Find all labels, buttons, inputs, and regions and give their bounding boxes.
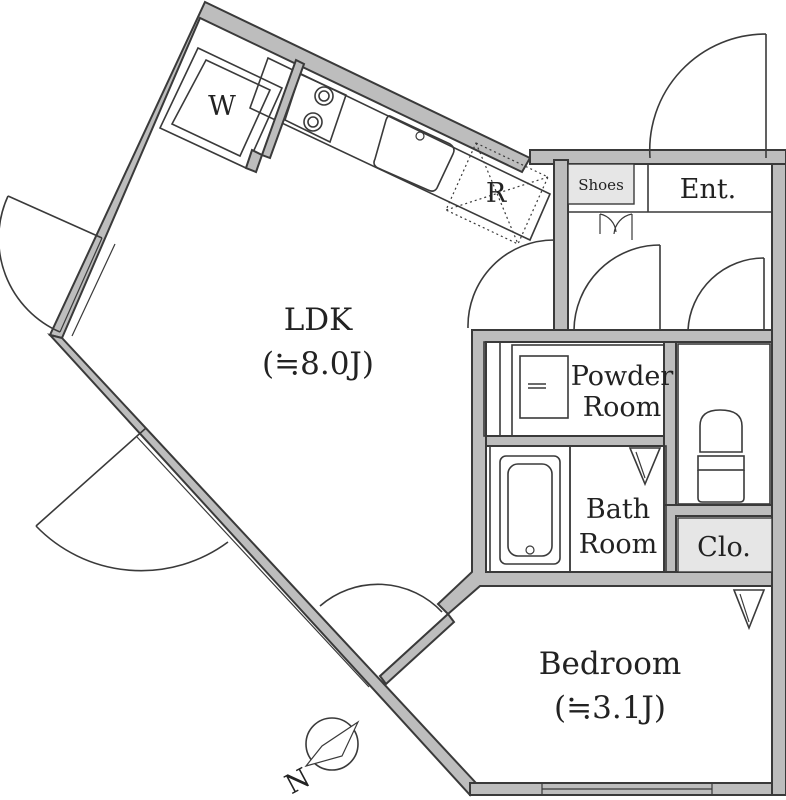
wall-east <box>771 149 786 796</box>
door-swing-bedroom <box>319 583 449 677</box>
washer-label: W <box>208 91 236 122</box>
bedroom-size: (≒3.1J) <box>554 690 666 726</box>
refrigerator-label: R <box>486 178 507 209</box>
interior-walls <box>378 164 773 686</box>
wall-north-entry <box>529 149 786 165</box>
compass-north-label: N <box>280 762 315 800</box>
door-swing-toilet <box>687 257 765 331</box>
door-swing-powder <box>573 244 661 331</box>
windows <box>59 237 713 796</box>
wall-entry-west <box>553 159 569 331</box>
wall-northwest <box>48 0 532 340</box>
bath-room: Bath Room <box>489 445 667 573</box>
toilet-room <box>677 343 771 505</box>
door-swing-shoes <box>599 213 633 240</box>
bath-room-label-2: Room <box>579 529 657 560</box>
bedroom-label: Bedroom <box>539 646 682 682</box>
bedroom-vent <box>686 585 772 631</box>
compass: N <box>280 717 360 800</box>
powder-room-label-2: Room <box>583 392 661 423</box>
bath-room-label-1: Bath <box>586 494 650 525</box>
closet-label: Clo. <box>697 532 751 563</box>
shoes-cabinet: Shoes <box>567 163 635 205</box>
door-swing-entrance <box>648 33 767 159</box>
powder-room-label-1: Powder <box>571 361 674 392</box>
ldk-size: (≒8.0J) <box>262 346 374 382</box>
closet: Clo. <box>677 517 773 573</box>
shoes-label: Shoes <box>578 176 624 194</box>
refrigerator: R <box>445 142 549 245</box>
ldk-label: LDK <box>284 302 353 338</box>
door-swing-west-upper <box>0 195 103 333</box>
toilet-bowl <box>699 409 743 453</box>
powder-room: Powder Room <box>483 341 674 437</box>
sink <box>373 115 455 192</box>
doors <box>0 33 767 677</box>
door-swing-west-lower <box>35 427 229 572</box>
wall-southwest <box>47 333 478 797</box>
wall-bath-north <box>485 435 665 447</box>
bathtub <box>499 455 561 565</box>
entrance-label: Ent. <box>680 174 737 205</box>
wall-bedroom-ldk <box>378 612 456 686</box>
door-swing-ldk-hall <box>467 239 555 330</box>
